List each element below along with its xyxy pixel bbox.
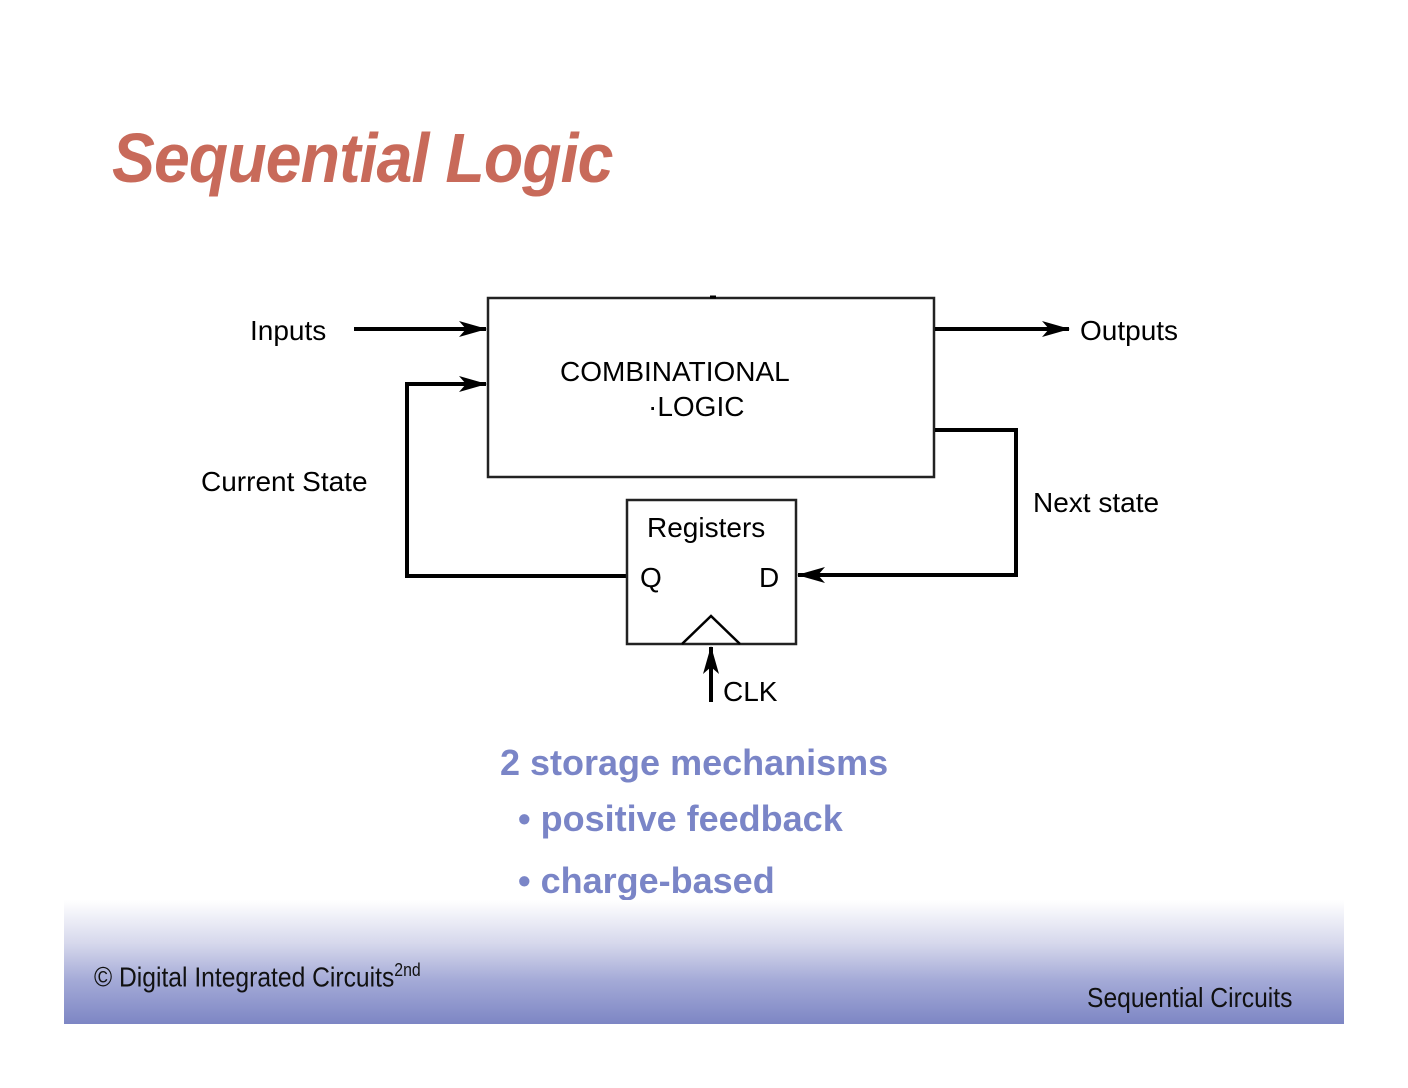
clock-signal: CLK bbox=[703, 646, 778, 707]
next-state-label: Next state bbox=[1033, 487, 1159, 518]
footer-edition-superscript: 2nd bbox=[394, 960, 421, 980]
storage-mechanisms-heading: 2 storage mechanisms bbox=[500, 742, 889, 783]
d-port-label: D bbox=[759, 562, 779, 593]
footer-section-title: Sequential Circuits bbox=[1086, 982, 1292, 1013]
registers-label: Registers bbox=[647, 512, 765, 543]
inputs-label: Inputs bbox=[250, 315, 326, 346]
outputs-label: Outputs bbox=[1080, 315, 1178, 346]
current-state-label: Current State bbox=[201, 466, 368, 497]
bullet-item: •positive feedback bbox=[518, 798, 888, 840]
bullet-text: charge-based bbox=[540, 860, 775, 901]
combinational-label-line1: COMBINATIONAL bbox=[560, 356, 790, 387]
registers-block: Registers Q D bbox=[625, 498, 798, 646]
next-state-wire bbox=[797, 428, 1018, 583]
clock-edge-triangle-icon bbox=[681, 614, 741, 645]
slide-footer: © Digital Integrated Circuits2nd Sequent… bbox=[64, 900, 1344, 1024]
slide-title: Sequential Logic bbox=[112, 119, 613, 197]
next-state-signal: Next state bbox=[797, 428, 1159, 583]
combinational-label-line2: ·LOGIC bbox=[648, 391, 744, 422]
bullet-icon: • bbox=[518, 860, 531, 901]
bullet-item: •charge-based bbox=[518, 860, 888, 902]
current-state-signal: Current State bbox=[201, 376, 627, 578]
clock-label: CLK bbox=[723, 676, 778, 707]
inputs-signal: Inputs bbox=[250, 315, 487, 346]
combinational-logic-block: COMBINATIONAL ·LOGIC bbox=[486, 295, 936, 479]
footer-copyright: © Digital Integrated Circuits2nd bbox=[94, 960, 421, 993]
bullet-text: positive feedback bbox=[540, 798, 843, 839]
bullet-icon: • bbox=[518, 798, 531, 839]
outputs-signal: Outputs bbox=[935, 315, 1178, 346]
storage-mechanisms-list: 2 storage mechanisms •positive feedback … bbox=[500, 742, 888, 922]
q-port-label: Q bbox=[640, 562, 662, 593]
combinational-logic-box bbox=[486, 296, 936, 479]
current-state-wire bbox=[405, 376, 627, 578]
registers-box bbox=[625, 498, 798, 646]
footer-copyright-text: © Digital Integrated Circuits bbox=[94, 961, 395, 993]
